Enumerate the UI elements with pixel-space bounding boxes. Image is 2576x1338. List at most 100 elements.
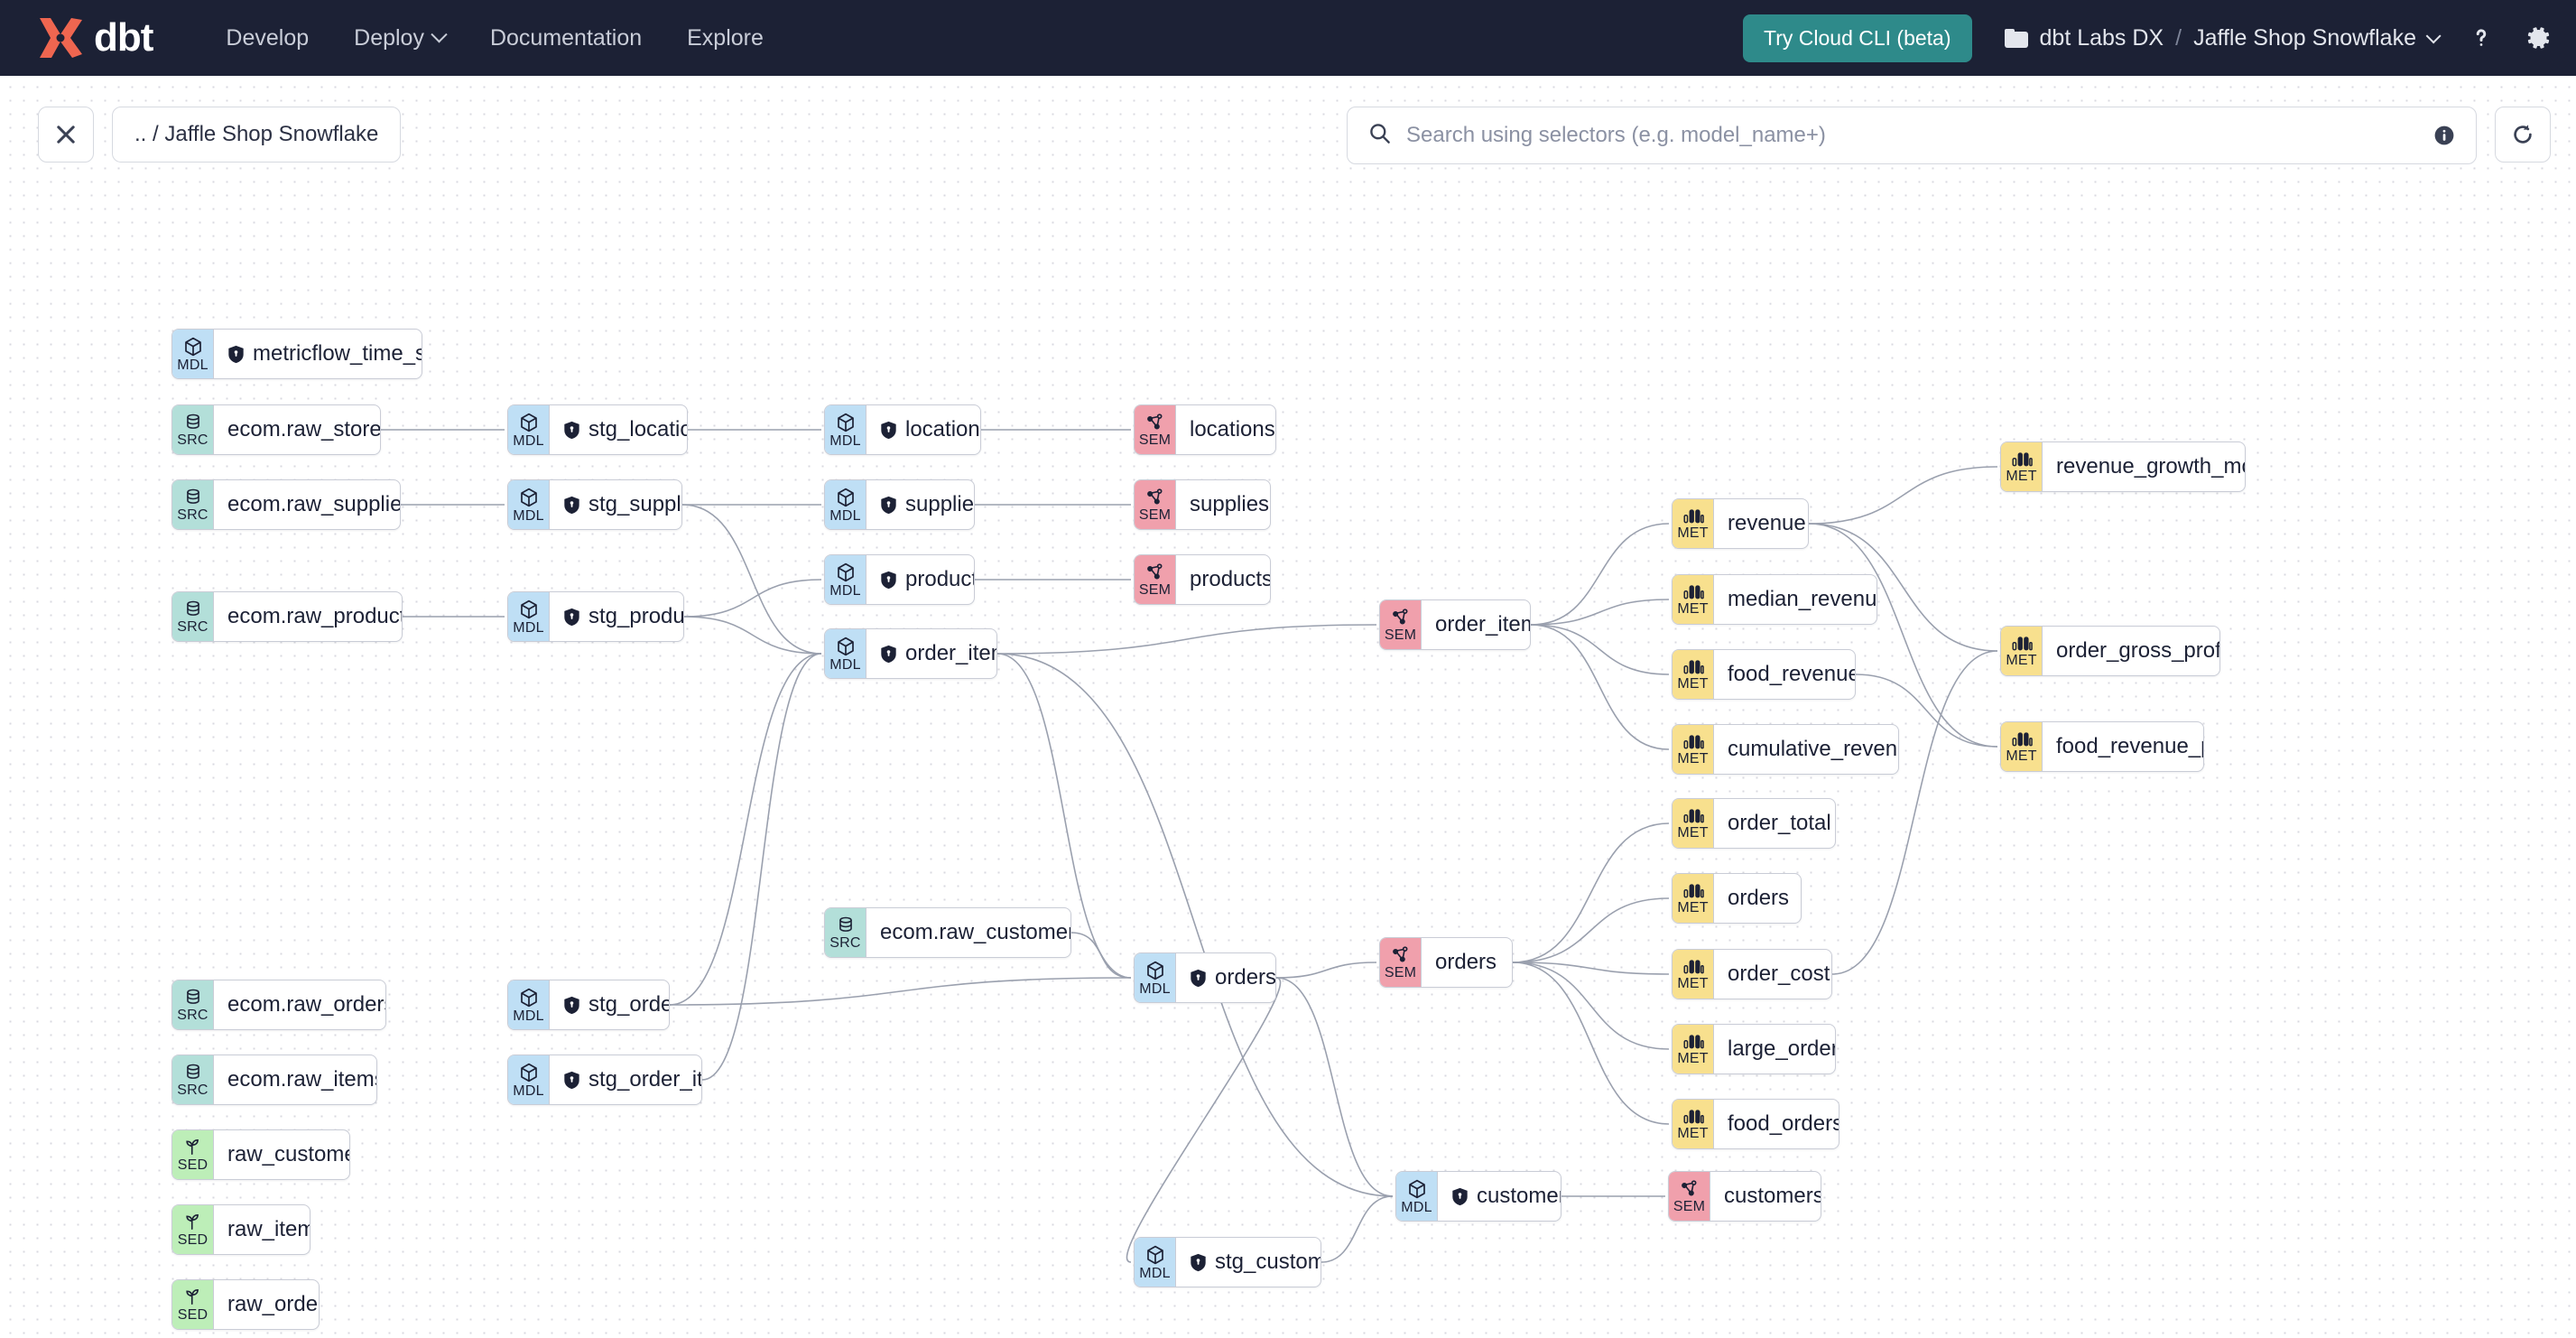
project-selector[interactable]: Jaffle Shop Snowflake <box>2193 25 2442 51</box>
node-body: stg_locations <box>550 405 687 454</box>
info-icon[interactable] <box>2432 124 2456 147</box>
bar-chart-icon: MET <box>1673 725 1714 774</box>
node-body: order_item <box>1422 600 1530 649</box>
nav-deploy-label: Deploy <box>354 24 424 51</box>
nav-deploy[interactable]: Deploy <box>331 16 468 60</box>
node-body: customers <box>1438 1172 1561 1221</box>
node-label: ecom.raw_supplies <box>227 492 401 516</box>
semantic-graph-icon: SEM <box>1135 480 1176 529</box>
node-body: cumulative_revenue <box>1714 725 1898 774</box>
close-button[interactable] <box>38 107 94 163</box>
node-type-label: SRC <box>829 934 861 951</box>
graph-node-products_mdl[interactable]: MDLproducts <box>824 554 975 605</box>
node-body: order_total <box>1714 799 1835 848</box>
search-bar[interactable] <box>1347 107 2477 164</box>
search-input[interactable] <box>1406 123 2432 148</box>
cube-icon: MDL <box>825 629 866 678</box>
node-label: ecom.raw_orders <box>227 992 386 1017</box>
nav-explore[interactable]: Explore <box>664 16 786 60</box>
node-body: metricflow_time_spine <box>214 330 422 378</box>
node-label: raw_orders <box>227 1292 319 1316</box>
try-cloud-cli-button[interactable]: Try Cloud CLI (beta) <box>1743 14 1972 62</box>
node-body: stg_products <box>550 592 683 641</box>
node-body: supplies <box>1176 480 1270 529</box>
nav-develop[interactable]: Develop <box>203 16 331 60</box>
settings-button[interactable] <box>2525 24 2553 51</box>
node-type-label: MET <box>1677 675 1709 692</box>
database-icon: SRC <box>825 908 866 957</box>
node-type-label: MDL <box>829 432 861 449</box>
bar-chart-icon: MET <box>1673 1025 1714 1073</box>
database-icon: SRC <box>172 980 214 1029</box>
refresh-button[interactable] <box>2495 107 2551 163</box>
nav-documentation[interactable]: Documentation <box>468 16 664 60</box>
shield-icon <box>880 421 897 440</box>
dbt-logo[interactable]: dbt <box>32 14 153 61</box>
nav-documentation-label: Documentation <box>489 24 643 51</box>
shield-icon <box>880 496 897 515</box>
bar-chart-icon: MET <box>1673 950 1714 999</box>
account-name[interactable]: dbt Labs DX <box>2039 24 2164 51</box>
node-type-label: MDL <box>513 1082 544 1099</box>
node-label: ecom.raw_products <box>227 604 403 628</box>
graph-node-locations_mdl[interactable]: MDLlocations <box>824 404 981 455</box>
graph-node-customers_mdl[interactable]: MDLcustomers <box>1395 1171 1561 1222</box>
node-label: products <box>905 567 974 591</box>
node-label: metricflow_time_spine <box>253 341 422 366</box>
semantic-graph-icon: SEM <box>1669 1172 1710 1221</box>
node-label: stg_supplies <box>588 492 681 516</box>
node-type-label: SEM <box>1138 507 1172 523</box>
breadcrumb-pill[interactable]: .. / Jaffle Shop Snowflake <box>112 107 402 163</box>
node-label: raw_customers <box>227 1142 349 1166</box>
bar-chart-icon: MET <box>2001 722 2043 771</box>
node-label: stg_locations <box>588 417 687 441</box>
node-type-label: SEM <box>1384 965 1417 980</box>
graph-node-supplies_mdl[interactable]: MDLsupplies <box>824 479 975 530</box>
cube-icon: MDL <box>1396 1172 1438 1221</box>
shield-icon <box>563 1071 580 1090</box>
node-type-label: MET <box>1677 1125 1709 1141</box>
shield-icon <box>880 571 897 590</box>
bar-chart-icon: MET <box>2001 627 2043 675</box>
graph-node-ecom_raw_orders[interactable]: SRC ecom.raw_orders <box>171 980 386 1030</box>
cube-icon: MDL <box>508 1055 550 1104</box>
bar-chart-icon: MET <box>1673 575 1714 624</box>
bar-chart-icon: MET <box>1673 1100 1714 1148</box>
help-button[interactable] <box>2468 24 2495 51</box>
